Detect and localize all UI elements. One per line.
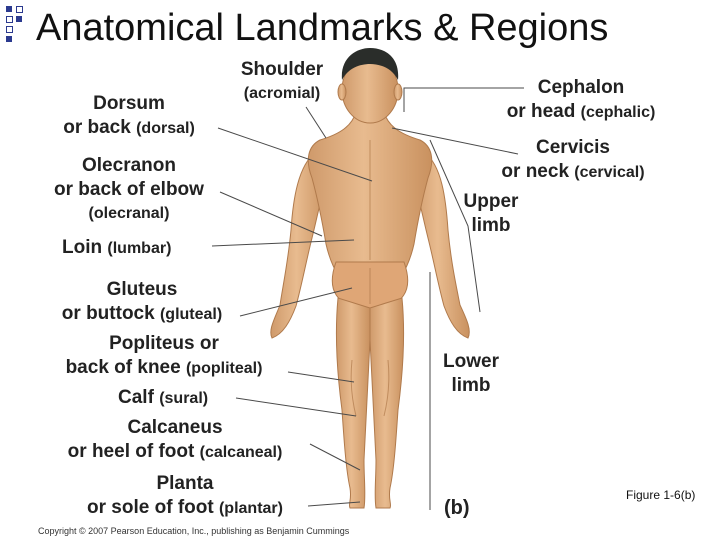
leader-bracket-upper-limb — [429, 139, 481, 313]
label-calcaneus: Calcaneus or heel of foot (calcaneal) — [67, 417, 283, 462]
title-bullet-square — [16, 6, 23, 13]
panel-letter: (b) — [444, 497, 470, 519]
label-cephalon: Cephalon or head (cephalic) — [506, 77, 656, 122]
label-popliteus: Popliteus or back of knee (popliteal) — [65, 333, 263, 378]
label-loin: Loin (lumbar) — [62, 237, 172, 258]
label-planta: Planta or sole of foot (plantar) — [87, 473, 283, 518]
title-bullet-square — [16, 16, 22, 22]
title-bullet-square — [6, 16, 13, 23]
label-calf: Calf (sural) — [118, 387, 209, 408]
slide-title: Anatomical Landmarks & Regions — [36, 7, 609, 49]
body-contours — [350, 140, 390, 417]
label-upper-limb: Upper limb — [463, 191, 519, 236]
leader-line-olecranon — [219, 191, 323, 237]
title-bullet-square — [6, 36, 12, 42]
label-lower-limb: Lower limb — [443, 351, 499, 396]
copyright-notice: Copyright © 2007 Pearson Education, Inc.… — [38, 526, 350, 536]
leader-line-loin — [211, 239, 355, 247]
label-olecranon: Olecranon or back of elbow (olecranal) — [54, 155, 204, 222]
label-dorsum: Dorsum or back (dorsal) — [63, 93, 195, 138]
leader-line-gluteus — [239, 287, 353, 317]
title-bullet-square — [6, 6, 12, 12]
leader-line-planta — [307, 501, 361, 507]
hair — [341, 48, 399, 80]
leader-line-calf — [235, 397, 357, 417]
title-bullet-square — [6, 26, 13, 33]
leader-line-popliteus — [287, 371, 355, 383]
leader-line-cervicis — [391, 127, 519, 155]
leader-line-calcaneus — [309, 443, 361, 471]
leader-line-dorsum — [217, 127, 373, 182]
label-gluteus: Gluteus or buttock (gluteal) — [61, 279, 223, 324]
leader-line-shoulder — [305, 106, 327, 139]
leader-line-cephalon — [403, 87, 524, 112]
label-shoulder: Shoulder (acromial) — [240, 59, 324, 102]
leader-lines — [211, 87, 524, 510]
figure-caption: Figure 1-6(b) — [626, 488, 696, 502]
label-cervicis: Cervicis or neck (cervical) — [501, 137, 645, 182]
